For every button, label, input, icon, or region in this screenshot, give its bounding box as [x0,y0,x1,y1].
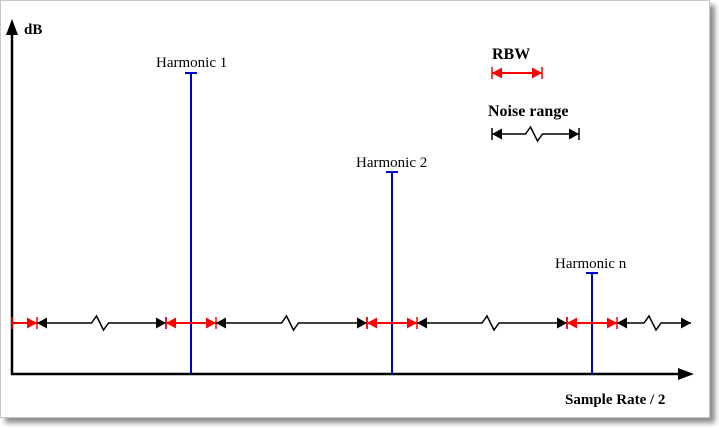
harmonic-n-label: Harmonic n [555,256,627,272]
noise-span [216,314,367,332]
legend: RBW Noise range [488,46,580,143]
noise-arrow-left [216,317,226,329]
noise-arrow-left [37,317,47,329]
noise-span [617,314,691,332]
noise-legend-arrow [491,125,580,143]
rbw-arrow-left [567,317,577,329]
rbw-arrow-left [367,317,377,329]
bin-row [11,314,691,332]
noise-arrow-left [617,317,627,329]
rbw-arrow-right [206,317,216,329]
x-axis-label: Sample Rate / 2 [565,392,665,408]
rbw-arrow-left [492,67,502,79]
y-axis-arrow [6,19,18,35]
noise-arrow-right [357,317,367,329]
rbw-arrow-right [27,317,37,329]
noise-arrow-left [417,317,427,329]
noise-arrow-left [492,128,502,140]
rbw-arrow-right [407,317,417,329]
noise-legend-label: Noise range [488,103,568,120]
y-axis-label: dB [24,22,42,38]
harmonic-2: Harmonic 2 [356,155,427,374]
harmonic-n: Harmonic n [555,256,627,374]
rbw-arrow-right [607,317,617,329]
noise-arrow-right [569,128,579,140]
rbw-legend-label: RBW [492,46,530,63]
noise-span [492,125,579,143]
rbw-arrow-right [532,67,542,79]
harmonic-1-label: Harmonic 1 [156,55,227,71]
noise-span [417,314,567,332]
x-axis-arrow [678,368,694,380]
rbw-legend-arrow [491,67,543,79]
noise-arrow-right [156,317,166,329]
rbw-arrow-left [166,317,176,329]
harmonic-2-label: Harmonic 2 [356,155,427,171]
noise-span [37,314,166,332]
noise-arrow-right [681,317,691,329]
diagram-frame: dB Sample Rate / 2 Harmonic 1 Harmonic 2… [0,0,710,418]
noise-arrow-right [557,317,567,329]
